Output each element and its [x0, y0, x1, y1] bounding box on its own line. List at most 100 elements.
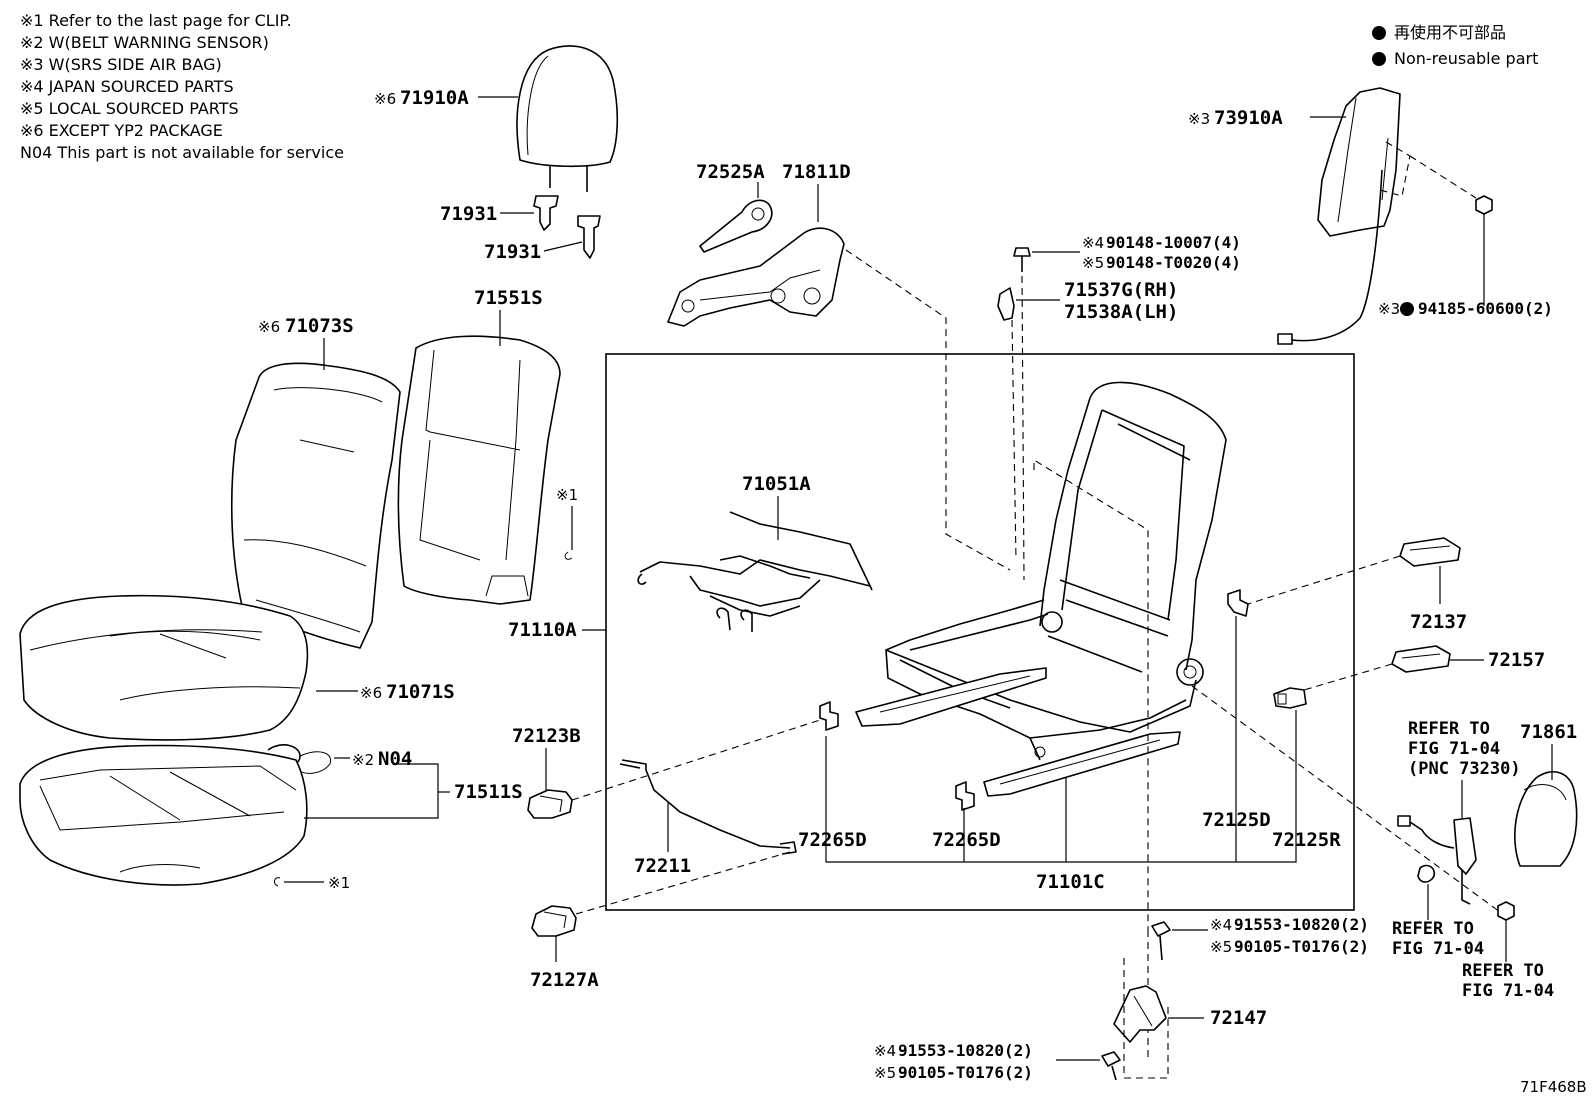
belt-bolt-part[interactable] — [1497, 901, 1515, 921]
bolt-top-b-label: 90148-T0020(4) — [1106, 253, 1241, 272]
note-3: ※3 W(SRS SIDE AIR BAG) — [20, 55, 222, 74]
seat-belt-buckle-part[interactable] — [1397, 815, 1477, 905]
shield-dashed-guide — [845, 249, 1011, 571]
clip-bottom-mark: ※1 — [328, 874, 350, 892]
wire-72211-part[interactable] — [619, 759, 797, 855]
clip-back-part[interactable] — [564, 551, 573, 560]
cushion-pad-part[interactable] — [19, 744, 308, 886]
seatback-pad-part[interactable] — [397, 335, 561, 605]
recliner-lever-part[interactable] — [699, 199, 773, 253]
figure-code: 71F468B — [1520, 1078, 1587, 1096]
bolt-mid-b-mark: ※5 — [1210, 938, 1232, 956]
guide-1-label: 71931 — [440, 203, 497, 225]
adjuster-label: 71101C — [1036, 871, 1105, 893]
bolt-bottom-part[interactable] — [1101, 1051, 1121, 1081]
back-pad-label: 71551S — [474, 287, 543, 309]
clip-72265d-a-part[interactable] — [819, 701, 839, 731]
clip-back-mark: ※1 — [556, 486, 578, 504]
bolt-bottom-a-mark: ※4 — [874, 1042, 896, 1060]
headrest-guide-1-part[interactable] — [533, 195, 559, 231]
belt-refer-line2: FIG 71-04 — [1408, 739, 1500, 759]
side-airbag-part[interactable] — [1277, 87, 1401, 345]
cover-72137-part[interactable] — [1399, 537, 1461, 567]
clip-71538a-label: 71538A(LH) — [1064, 301, 1178, 323]
lever-label: 72525A — [696, 161, 765, 183]
note-1: ※1 Refer to the last page for CLIP. — [20, 11, 292, 30]
seat-frame-part[interactable] — [885, 381, 1227, 761]
refer-a-line1: REFER TO — [1392, 919, 1474, 939]
sensor-mark: ※2 — [352, 751, 374, 769]
seat-spring-part[interactable] — [637, 511, 873, 632]
airbag-dashed-1 — [1379, 141, 1411, 197]
clip-71537g-part[interactable] — [997, 287, 1015, 321]
cushion-cover-part[interactable] — [19, 594, 309, 741]
cover-72137-label: 72137 — [1410, 611, 1467, 633]
sensor-label: N04 — [378, 748, 412, 770]
non-reusable-dot-icon — [1372, 52, 1386, 66]
bolt-top-b-mark: ※5 — [1082, 254, 1104, 272]
headrest-guide-2-part[interactable] — [577, 215, 601, 259]
clip-72265d-b-part[interactable] — [955, 781, 975, 811]
headrest-label: 71910A — [400, 87, 469, 109]
clip-71537g-dashed-guide — [1011, 319, 1017, 561]
frame-center-dashed-guide — [1033, 459, 1149, 930]
adjuster-group-bracket — [825, 710, 1297, 863]
airbag-nut-part[interactable] — [1475, 195, 1493, 215]
notes-block: ※1 Refer to the last page for CLIP. ※2 W… — [20, 10, 344, 164]
airbag-nut-label: 94185-60600(2) — [1418, 299, 1553, 318]
legend-row-english: Non-reusable part — [1372, 46, 1538, 72]
seatback-cover-part[interactable] — [230, 362, 401, 649]
note-6: ※6 EXCEPT YP2 PACKAGE — [20, 121, 223, 140]
bolt-mid-part[interactable] — [1151, 921, 1171, 961]
guide-2-label: 71931 — [484, 241, 541, 263]
cushion-pad-bracket — [304, 763, 439, 819]
clip-72125d-part[interactable] — [1227, 589, 1249, 617]
note-5: ※5 LOCAL SOURCED PARTS — [20, 99, 239, 118]
legend-row-japanese: 再使用不可部品 — [1372, 20, 1538, 46]
bolt-top-part[interactable] — [1013, 247, 1031, 272]
belt-cover-part[interactable] — [1514, 770, 1578, 867]
note-7: N04 This part is not available for servi… — [20, 143, 344, 162]
refer-a-line2: FIG 71-04 — [1392, 939, 1484, 959]
bracket-label: 72147 — [1210, 1007, 1267, 1029]
cushion-pad-label: 71511S — [454, 781, 523, 803]
belt-refer-line3: (PNC 73230) — [1408, 759, 1521, 779]
seat-shield-part[interactable] — [667, 227, 845, 327]
airbag-label: 73910A — [1214, 107, 1283, 129]
airbag-mark: ※3 — [1188, 110, 1210, 128]
clip-72265d-a-label: 72265D — [798, 829, 867, 851]
cover-72123b-dashed-guide — [571, 719, 821, 801]
frame-assy-label: 71110A — [508, 619, 577, 641]
bolt-mid-a-label: 91553-10820(2) — [1234, 915, 1369, 934]
bolt-top-a-mark: ※4 — [1082, 234, 1104, 252]
bracket-72147-part[interactable] — [1113, 958, 1169, 1079]
belt-dashed-guide — [1191, 685, 1501, 913]
belt-refer-line1: REFER TO — [1408, 719, 1490, 739]
cover-72137-dashed-guide — [1247, 555, 1401, 605]
note-4: ※4 JAPAN SOURCED PARTS — [20, 77, 234, 96]
belt-washer-part[interactable] — [1417, 864, 1436, 883]
legend-english: Non-reusable part — [1394, 49, 1539, 68]
bolt-mid-a-mark: ※4 — [1210, 916, 1232, 934]
note-2: ※2 W(BELT WARNING SENSOR) — [20, 33, 269, 52]
cover-72127a-label: 72127A — [530, 969, 599, 991]
cover-72157-part[interactable] — [1391, 645, 1451, 673]
clip-bottom-part[interactable] — [273, 877, 281, 887]
wire-label: 72211 — [634, 855, 691, 877]
cushion-cover-mark: ※6 — [360, 684, 382, 702]
headrest-part[interactable] — [516, 45, 619, 192]
cover-72127a-part[interactable] — [531, 905, 577, 937]
back-cover-mark: ※6 — [258, 318, 280, 336]
non-reusable-dot-icon — [1372, 26, 1386, 40]
guide-2-leader — [543, 241, 583, 252]
shield-label: 71811D — [782, 161, 851, 183]
bolt-bottom-a-label: 91553-10820(2) — [898, 1041, 1033, 1060]
seat-adjuster-part[interactable] — [855, 667, 1181, 797]
clip-72125r-part[interactable] — [1273, 687, 1307, 709]
headrest-mark: ※6 — [374, 90, 396, 108]
cover-72157-dashed-guide — [1303, 663, 1393, 691]
refer-b-line2: FIG 71-04 — [1462, 981, 1554, 1001]
clip-72125d-label: 72125D — [1202, 809, 1271, 831]
cover-72123b-part[interactable] — [527, 789, 573, 819]
